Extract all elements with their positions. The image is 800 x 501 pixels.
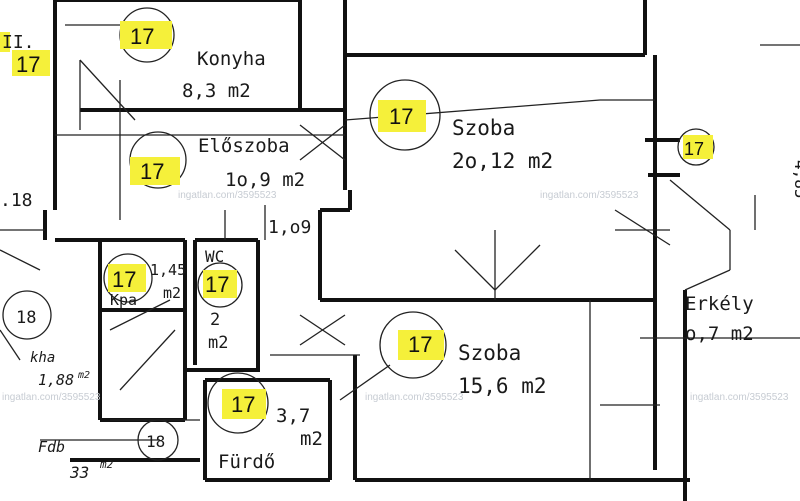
room-name-wc: WC <box>205 247 224 266</box>
fdb-label: Fdb <box>38 438 65 456</box>
highlight-number: 17 <box>408 332 432 357</box>
highlight-number: 17 <box>130 24 154 49</box>
highlight-box <box>12 50 50 76</box>
dimension-label: 1,o9 <box>268 217 311 238</box>
highlight-labels: 17 17 17 17 17 17 17 17 17 <box>16 24 704 417</box>
highlight-number: 17 <box>112 267 136 292</box>
fdb-value: 33 <box>69 463 89 482</box>
circles <box>2 7 715 461</box>
room-unit-kamra: m2 <box>163 284 181 302</box>
highlight-box <box>203 270 237 298</box>
reference-label: .18 <box>0 190 33 211</box>
room-name-erkely: Erkély <box>685 293 754 315</box>
room-area-szoba-1: 2o,12 m2 <box>452 149 553 173</box>
room-area-erkely: o,7 m2 <box>685 323 754 345</box>
room-area-eloszoba: 1o,9 m2 <box>225 169 305 191</box>
highlight-number: 17 <box>16 52 40 77</box>
room-labels: Konyha 8,3 m2 Előszoba 1o,9 m2 Szoba 2o,… <box>110 48 754 473</box>
highlight-number: 17 <box>231 392 255 417</box>
circle-number: 18 <box>16 308 36 328</box>
watermark: ingatlan.com/3595523 <box>690 392 789 403</box>
highlight-number: 17 <box>205 272 229 297</box>
highlight-number: 17 <box>684 139 704 159</box>
room-name-konyha: Konyha <box>197 48 266 70</box>
room-area-furdo: 3,7 <box>276 405 310 427</box>
watermark: ingatlan.com/3595523 <box>178 190 277 201</box>
highlight-box <box>120 21 172 49</box>
kha-label: kha <box>30 350 55 366</box>
room-unit-furdo: m2 <box>300 428 323 450</box>
walls <box>43 0 690 501</box>
kha-value: 1,88 <box>38 371 74 389</box>
circle-number: 18 <box>146 432 165 451</box>
edge-dimension: 4,85 <box>791 160 800 199</box>
highlight-number: 17 <box>389 104 413 129</box>
room-area-wc: 2 <box>210 310 220 330</box>
room-area-szoba-2: 15,6 m2 <box>458 374 547 398</box>
watermark: ingatlan.com/3595523 <box>540 190 639 201</box>
watermark: ingatlan.com/3595523 <box>365 392 464 403</box>
highlight-box <box>398 330 444 360</box>
room-area-kamra: 1,45 <box>150 261 186 279</box>
detail-lines <box>0 24 800 480</box>
highlight-box <box>683 135 713 159</box>
watermark: ingatlan.com/3595523 <box>2 392 101 403</box>
level-label: II. <box>2 32 35 53</box>
highlight-box <box>130 157 180 185</box>
watermarks: ingatlan.com/3595523 ingatlan.com/359552… <box>2 190 789 403</box>
kha-unit: m2 <box>77 370 90 381</box>
room-name-szoba-2: Szoba <box>458 341 521 365</box>
highlight-number: 17 <box>140 159 164 184</box>
highlight-box <box>108 264 146 292</box>
highlights <box>0 21 713 419</box>
room-name-eloszoba: Előszoba <box>198 135 290 157</box>
highlight-box <box>222 389 266 419</box>
highlight-box <box>378 100 426 132</box>
room-name-furdo: Fürdő <box>218 451 275 473</box>
highlight-box <box>0 32 10 52</box>
room-name-kamra: Kpa <box>110 291 137 309</box>
room-area-konyha: 8,3 m2 <box>182 80 251 102</box>
room-unit-wc: m2 <box>208 333 228 353</box>
room-name-szoba-1: Szoba <box>452 116 515 140</box>
fdb-unit: m2 <box>99 458 114 471</box>
left-notes: II. .18 18 kha 1,88 m2 Fdb 33 m2 18 <box>0 32 165 482</box>
